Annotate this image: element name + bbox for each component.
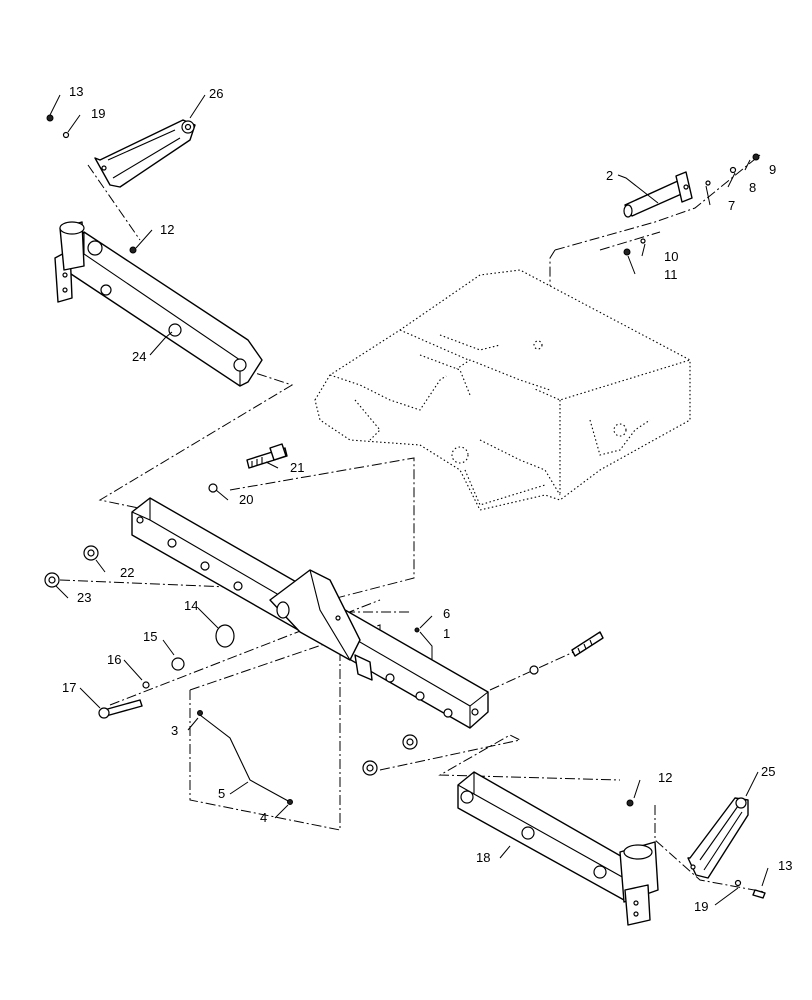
callout-5: 5 xyxy=(218,786,225,801)
callout-13-top: 13 xyxy=(69,84,83,99)
part-5-cable xyxy=(197,710,293,805)
part-26-bracket xyxy=(94,119,196,188)
part-25-bracket xyxy=(687,797,749,879)
callout-14: 14 xyxy=(184,598,198,613)
callout-17: 17 xyxy=(62,680,76,695)
callout-6: 6 xyxy=(443,606,450,621)
callout-9: 9 xyxy=(769,162,776,177)
part-1-toolbar xyxy=(131,497,489,729)
callout-labels: 13 19 26 12 24 2 9 8 7 10 11 6 1 21 20 2… xyxy=(62,84,792,914)
callout-12-bottom: 12 xyxy=(658,770,672,785)
hardware-left xyxy=(44,443,288,719)
callout-18: 18 xyxy=(476,850,490,865)
callout-4: 4 xyxy=(260,810,267,825)
part-2-pin xyxy=(623,171,693,218)
leader-lines xyxy=(49,94,769,906)
part-24-arm xyxy=(54,221,263,387)
tractor-frame xyxy=(314,269,691,511)
callout-22: 22 xyxy=(120,565,134,580)
callout-20: 20 xyxy=(239,492,253,507)
callout-3: 3 xyxy=(171,723,178,738)
callout-23: 23 xyxy=(77,590,91,605)
callout-26: 26 xyxy=(209,86,223,101)
callout-24: 24 xyxy=(132,349,146,364)
part-18-arm xyxy=(457,771,659,926)
hardware-right xyxy=(362,627,604,776)
callout-7: 7 xyxy=(728,198,735,213)
small-hardware-right xyxy=(623,153,760,256)
nut-12-bottom xyxy=(626,799,634,807)
callout-8: 8 xyxy=(749,180,756,195)
bolt-13-bottom xyxy=(734,879,766,899)
callout-13-bottom: 13 xyxy=(778,858,792,873)
callout-19-bottom: 19 xyxy=(694,899,708,914)
callout-16: 16 xyxy=(107,652,121,667)
callout-12-top: 12 xyxy=(160,222,174,237)
callout-11: 11 xyxy=(664,267,678,282)
callout-25: 25 xyxy=(761,764,775,779)
callout-2: 2 xyxy=(606,168,613,183)
bolt-13-top xyxy=(46,114,70,139)
callout-21: 21 xyxy=(290,460,304,475)
callout-1: 1 xyxy=(443,626,450,641)
callout-10: 10 xyxy=(664,249,678,264)
callout-19-top: 19 xyxy=(91,106,105,121)
nut-12-top xyxy=(129,246,137,254)
callout-15: 15 xyxy=(143,629,157,644)
